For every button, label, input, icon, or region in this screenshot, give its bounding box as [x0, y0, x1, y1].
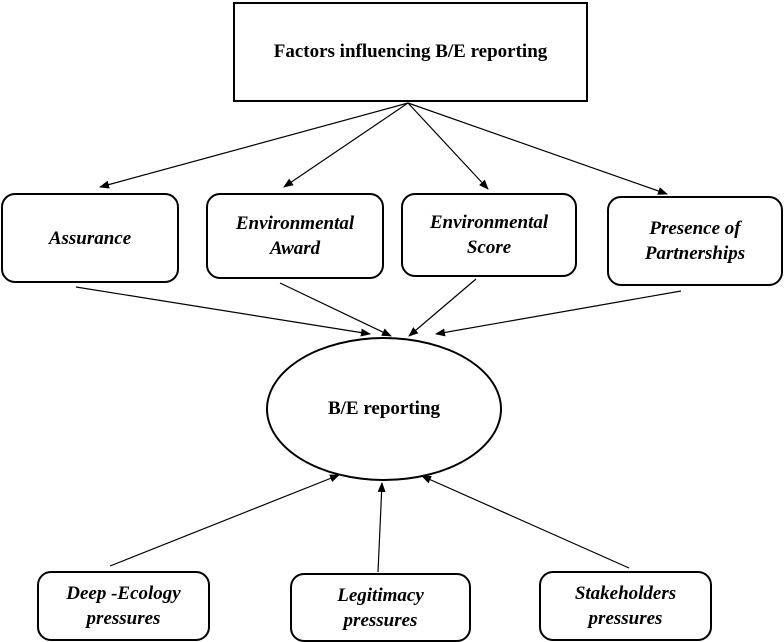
pressure-label: Legitimacy	[337, 584, 424, 606]
be-reporting-node: B/E reporting	[266, 337, 502, 481]
arrow-deep-ecology-to-center	[109, 474, 340, 567]
center-label: B/E reporting	[327, 398, 441, 419]
factor-label: Environmental	[429, 212, 549, 233]
diagram-title: Factors influencing B/E reporting	[273, 41, 548, 62]
factor-label: Assurance	[48, 227, 132, 249]
arrow-award-to-center	[279, 282, 392, 337]
factor-environmental-award: Environmental Award	[206, 193, 384, 279]
arrow-legitimacy-to-center	[377, 482, 386, 573]
pressure-legitimacy: Legitimacy pressures	[290, 573, 471, 642]
pressure-label-line2: pressures	[343, 609, 418, 631]
pressure-label-line2: pressures	[86, 608, 161, 629]
factor-label-line2: Score	[466, 237, 512, 258]
factor-environmental-score: Environmental Score	[401, 193, 577, 277]
factor-label: Presence of	[649, 218, 741, 239]
pressure-label-line2: pressures	[588, 608, 663, 629]
arrow-title-to-assurance	[99, 102, 409, 189]
arrow-partnerships-to-center	[435, 290, 682, 337]
factor-label: Environmental	[235, 213, 355, 234]
arrow-title-to-environmental-score	[407, 102, 489, 190]
pressure-label: Deep -Ecology	[66, 583, 181, 604]
arrow-score-to-center	[408, 278, 477, 337]
factor-label-line2: Award	[269, 238, 321, 259]
arrow-stakeholders-to-center	[421, 475, 630, 569]
pressure-label: Stakeholders	[574, 583, 677, 604]
pressure-deep-ecology: Deep -Ecology pressures	[37, 571, 210, 641]
factor-label-line2: Partnerships	[644, 243, 746, 264]
diagram-title-box: Factors influencing B/E reporting	[233, 2, 588, 102]
arrow-assurance-to-center	[75, 286, 371, 337]
factor-presence-of-partnerships: Presence of Partnerships	[607, 196, 783, 286]
pressure-stakeholders: Stakeholders pressures	[539, 571, 712, 641]
arrow-title-to-environmental-award	[283, 102, 409, 188]
factor-assurance: Assurance	[1, 193, 179, 283]
arrow-title-to-partnerships	[407, 102, 668, 195]
